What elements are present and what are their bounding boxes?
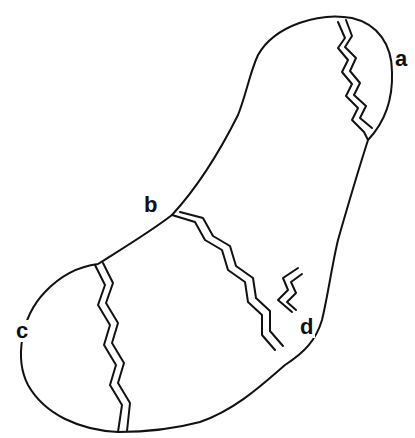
bone-outline [21, 17, 392, 432]
fracture-line [287, 274, 302, 310]
fracture-line [95, 265, 122, 432]
fracture-line [345, 20, 372, 128]
callout-letter: b [142, 194, 159, 216]
fracture-line [338, 22, 368, 140]
callout-letter: d [298, 316, 315, 338]
fracture-line [180, 212, 283, 346]
fracture-line [103, 263, 130, 431]
callout-letter: c [14, 320, 30, 342]
fracture-line [172, 215, 275, 350]
callout-letter: a [393, 48, 409, 70]
